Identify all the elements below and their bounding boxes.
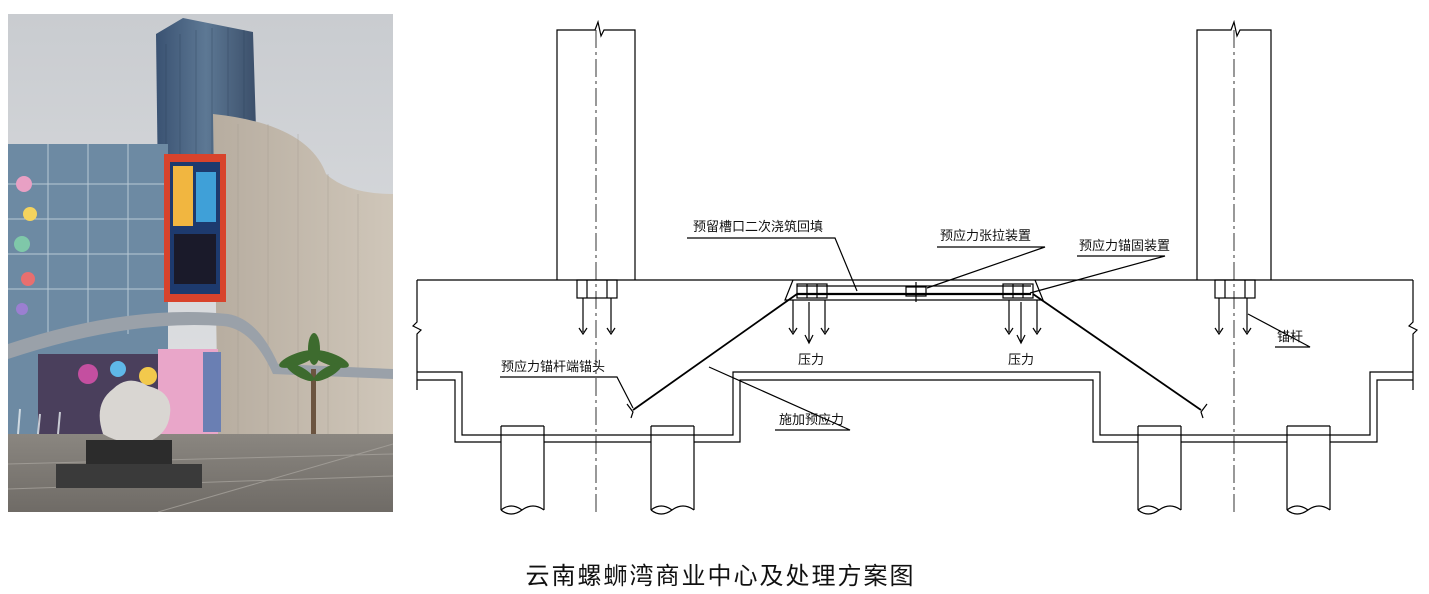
sculpture-base [86, 440, 172, 468]
anchor-box-right [1214, 279, 1256, 299]
anchor-rods-right [1214, 298, 1252, 336]
label-slot-backfill: 预留槽口二次浇筑回填 [693, 219, 823, 235]
tendon-left [632, 293, 798, 411]
pile-1 [500, 425, 545, 515]
label-anchor-head: 预应力锚杆端锚头 [501, 359, 605, 375]
anchor-rods-left [578, 298, 616, 336]
tendon-right [1032, 293, 1202, 411]
pile-3 [1137, 425, 1182, 515]
label-pressure-right: 压力 [1008, 353, 1034, 368]
label-apply-prestress: 施加预应力 [779, 412, 844, 428]
pressure-arrow-right [1016, 302, 1026, 345]
stone-sculpture [99, 380, 171, 443]
label-anchor-rod: 锚杆 [1277, 330, 1303, 345]
building-photo [8, 14, 393, 512]
curved-facade [213, 114, 393, 434]
entrance-canopy [8, 312, 393, 379]
prestress-slot [784, 279, 1044, 302]
left-column [556, 19, 636, 280]
label-anchor-device: 预应力锚固装置 [1079, 238, 1170, 254]
pressure-arrow-left [804, 302, 814, 345]
section-drawing: 预留槽口二次浇筑回填 预应力张拉装置 预应力锚固装置 预应力锚杆端锚头 施加预应… [411, 19, 1419, 515]
anchor-rods-slot [788, 300, 1042, 336]
label-pressure-left: 压力 [798, 353, 824, 368]
right-column [1196, 19, 1272, 280]
figure-caption: 云南螺蛳湾商业中心及处理方案图 [525, 562, 916, 590]
pile-2 [650, 425, 695, 515]
palm-tree [311, 369, 316, 434]
label-tension-device: 预应力张拉装置 [940, 228, 1031, 244]
anchor-box-left [576, 279, 618, 299]
tower [156, 18, 256, 189]
foundation-outline [417, 371, 1413, 436]
pile-4 [1286, 425, 1331, 515]
